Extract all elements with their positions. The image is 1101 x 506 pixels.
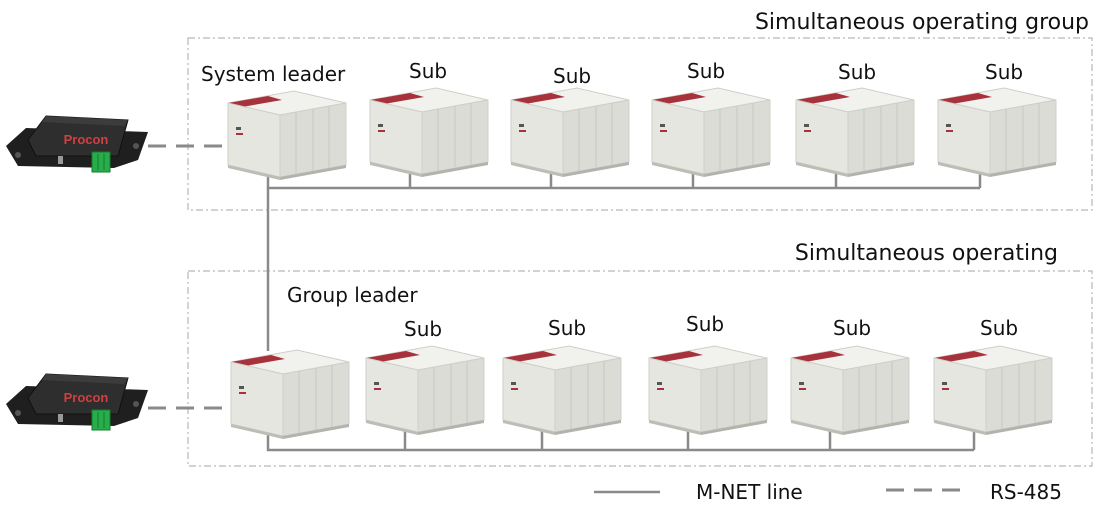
unit-sub-top-3	[651, 87, 771, 178]
label-sub-bottom-1: Sub	[404, 317, 442, 341]
unit-sub-top-2	[510, 87, 630, 178]
unit-group-leader	[230, 349, 350, 440]
controller-bottom: Procon	[5, 373, 149, 431]
unit-sub-bottom-2	[502, 345, 622, 436]
label-sub-bottom-5: Sub	[980, 316, 1018, 340]
controller-brand-top: Procon	[64, 132, 109, 147]
unit-sub-top-4	[795, 87, 915, 178]
legend-solid-label: M-NET line	[696, 480, 803, 504]
group-title-top: Simultaneous operating group	[755, 10, 1089, 35]
label-sub-bottom-2: Sub	[548, 316, 586, 340]
controller-top: Procon	[5, 115, 149, 173]
unit-sub-bottom-1	[365, 345, 485, 436]
group-box-bottom	[187, 270, 1093, 467]
legend: M-NET line RS-485	[594, 480, 1062, 504]
unit-sub-bottom-5	[933, 345, 1053, 436]
label-sub-bottom-4: Sub	[833, 316, 871, 340]
rs485-wiring	[148, 144, 224, 410]
unit-sub-bottom-4	[790, 345, 910, 436]
label-sub-top-4: Sub	[838, 60, 876, 84]
label-sub-top-1: Sub	[409, 59, 447, 83]
label-sub-top-2: Sub	[553, 64, 591, 88]
group-box-top	[187, 37, 1093, 211]
unit-system-leader	[227, 90, 347, 181]
group-title-bottom: Simultaneous operating	[795, 241, 1058, 266]
unit-sub-top-1	[369, 87, 489, 178]
label-system-leader: System leader	[201, 62, 346, 86]
label-sub-bottom-3: Sub	[686, 312, 724, 336]
label-group-leader: Group leader	[287, 283, 418, 307]
controller-brand-bottom: Procon	[64, 390, 109, 405]
unit-sub-top-5	[937, 87, 1057, 178]
legend-dashed-label: RS-485	[990, 480, 1062, 504]
label-sub-top-3: Sub	[687, 59, 725, 83]
label-sub-top-5: Sub	[985, 60, 1023, 84]
unit-sub-bottom-3	[648, 345, 768, 436]
